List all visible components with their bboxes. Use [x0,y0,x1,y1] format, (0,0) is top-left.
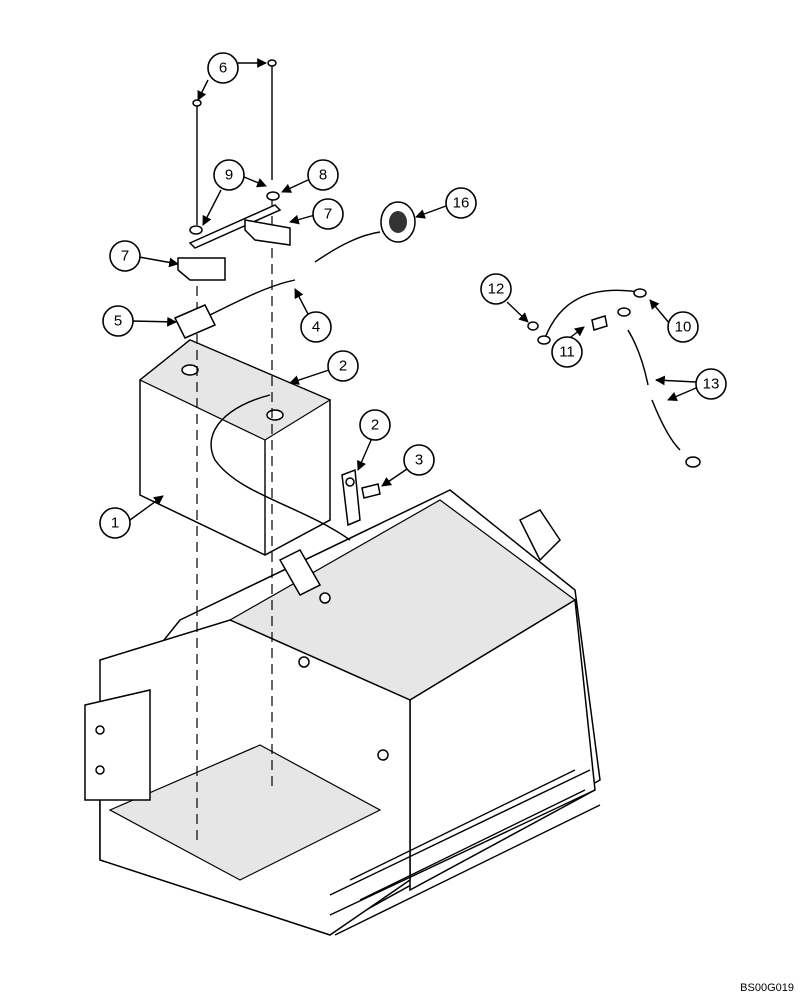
callout-5: 5 [102,305,134,337]
callout-8: 8 [307,159,339,191]
battery-tray-frame [84,489,601,936]
callout-label: 7 [324,206,332,223]
ground-strap [341,468,381,527]
callout-label: 3 [415,452,423,469]
callout-11: 11 [551,336,583,368]
hold-down-rods [192,59,277,840]
leader-lines [129,58,697,521]
callout-6: 6 [207,52,239,84]
coiled-cable [617,307,701,468]
callout-10: 10 [667,311,699,343]
battery [138,339,351,556]
callout-1: 1 [99,507,131,539]
callout-16: 16 [445,187,477,219]
ground-cable [527,288,647,345]
callout-7-left: 7 [109,240,141,272]
callout-12: 12 [480,273,512,305]
callout-label: 11 [559,344,575,361]
callout-label: 6 [219,60,227,77]
callout-2-upper: 2 [327,350,359,382]
callout-9: 9 [213,159,245,191]
callout-13: 13 [695,368,727,400]
callout-label: 7 [121,248,129,265]
callout-2-lower: 2 [359,409,391,441]
callout-label: 9 [225,167,233,184]
callout-label: 2 [371,417,379,434]
callout-label: 10 [675,319,692,336]
callout-label: 13 [703,376,720,393]
callout-label: 4 [312,319,320,336]
callout-3: 3 [403,444,435,476]
callout-label: 1 [111,515,119,532]
callout-label: 2 [339,358,347,375]
callout-label: 12 [488,281,505,298]
drawing-code: BS00G019 [740,982,794,994]
washers-and-plate [173,191,416,339]
callout-7-right: 7 [312,198,344,230]
callout-label: 8 [319,167,327,184]
callout-label: 5 [114,313,122,330]
callout-label: 16 [453,195,470,212]
callout-4: 4 [300,311,332,343]
